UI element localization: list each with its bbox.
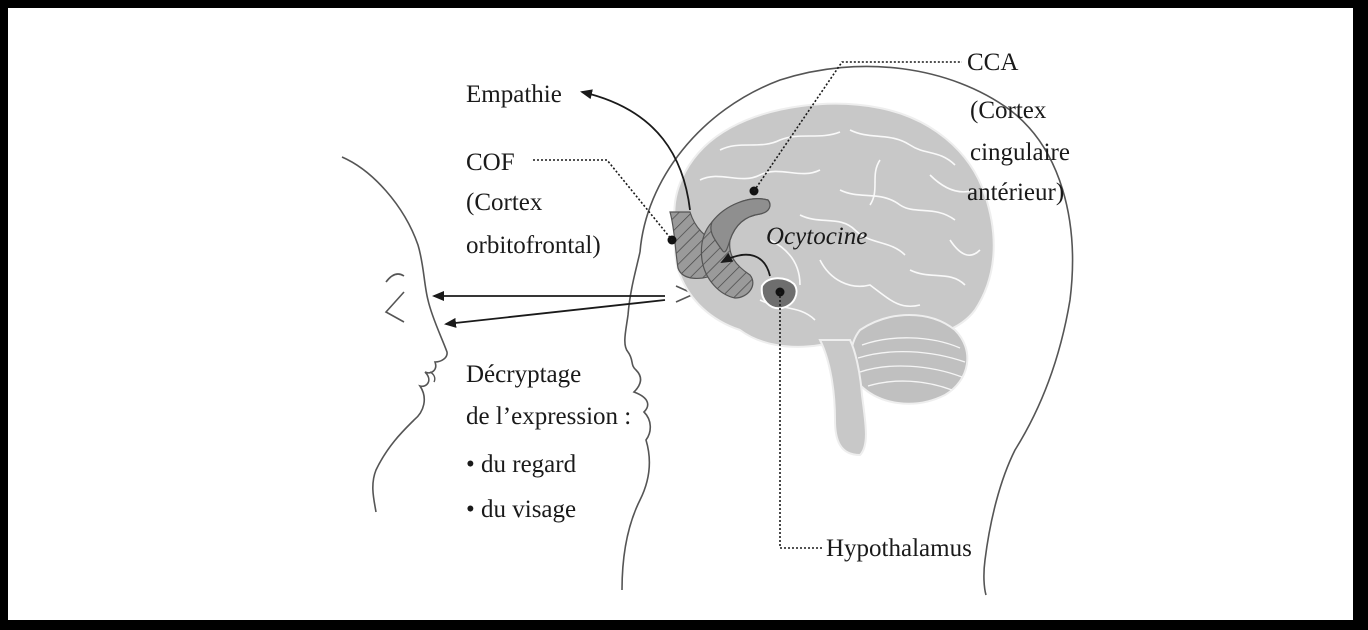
ocytocine-label: Ocytocine bbox=[766, 223, 867, 250]
bullet-visage: • du visage bbox=[466, 496, 576, 523]
bullet-regard: • du regard bbox=[466, 451, 577, 478]
empathie-label: Empathie bbox=[466, 81, 562, 108]
cof-label: COF bbox=[466, 149, 515, 176]
left-face-eye-icon bbox=[386, 292, 404, 322]
cof-leader-line bbox=[533, 160, 672, 240]
cof-full-line-1: (Cortex bbox=[466, 189, 543, 216]
cerebellum bbox=[851, 315, 967, 404]
left-face-profile bbox=[342, 157, 447, 512]
decryptage-line-2: de l’expression : bbox=[466, 403, 631, 430]
hypothalamus-label: Hypothalamus bbox=[826, 535, 972, 562]
gaze-arrow-2 bbox=[446, 300, 665, 324]
cca-full-line-1: (Cortex bbox=[970, 97, 1047, 124]
cof-full-line-2: orbitofrontal) bbox=[466, 232, 601, 259]
cca-full-line-2: cingulaire bbox=[970, 139, 1070, 166]
cca-label: CCA bbox=[967, 49, 1018, 76]
decryptage-line-1: Décryptage bbox=[466, 361, 581, 388]
left-face-brow bbox=[386, 274, 404, 282]
empathie-arrow bbox=[582, 92, 690, 210]
cca-full-line-3: antérieur) bbox=[967, 179, 1064, 206]
